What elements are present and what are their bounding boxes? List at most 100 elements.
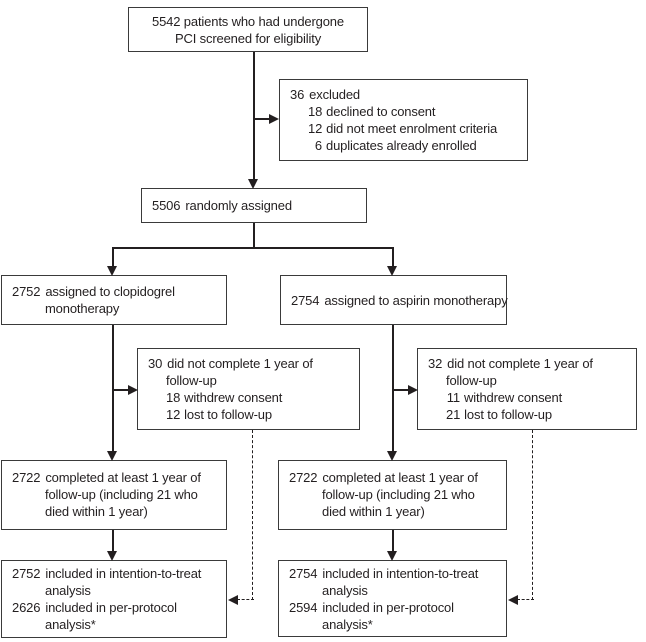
row-number: 12 [166, 407, 181, 422]
row-number: 2722 [12, 470, 41, 485]
row-number: 2752 [12, 284, 41, 299]
box-screened: 5542 patients who had undergone PCI scre… [128, 7, 368, 52]
arrowhead-down-icon [386, 550, 397, 561]
row-text: died within 1 year) [45, 504, 148, 519]
row-text: did not complete 1 year of [167, 356, 313, 371]
row-number: 11 [446, 390, 460, 405]
row-text: included in intention-to-treat [322, 566, 479, 581]
row-text: included in per-protocol [322, 600, 454, 615]
box-row: follow-up [148, 372, 349, 389]
row-number: 2722 [289, 470, 318, 485]
box-row: analysis [289, 582, 496, 599]
row-text: included in per-protocol [45, 600, 177, 615]
arrowhead-left-icon [227, 594, 238, 605]
arrowhead-down-icon [106, 550, 117, 561]
arrowhead-down-icon [247, 178, 258, 189]
row-text: included in intention-to-treat [45, 566, 202, 581]
connector-to-excluded [254, 118, 270, 121]
row-text: excluded [309, 87, 361, 102]
row-text: duplicates already enrolled [326, 138, 477, 153]
row-text: declined to consent [326, 104, 436, 119]
arrowhead-down-icon [386, 450, 397, 461]
box-row: 18 declined to consent [290, 103, 517, 120]
connector-to-notcompleted-clopidogrel [113, 389, 128, 392]
row-text: completed at least 1 year of [322, 470, 478, 485]
box-row: follow-up [428, 372, 626, 389]
box-row: 11 withdrew consent [428, 389, 626, 406]
box-row: 30 did not complete 1 year of [148, 355, 349, 372]
arrowhead-right-icon [127, 384, 138, 395]
row-text: follow-up [166, 373, 217, 388]
connector-completed-to-analysis-clopidogrel [112, 530, 115, 551]
box-not-completed-aspirin: 32 did not complete 1 year of follow-up … [417, 348, 637, 430]
row-text: assigned to aspirin monotherapy [324, 292, 508, 308]
connector-clopidogrel-to-completed [112, 325, 115, 451]
row-number: 2754 [289, 566, 318, 581]
box-row: 21 lost to follow-up [428, 406, 626, 423]
arrowhead-left-icon [507, 594, 518, 605]
box-row: 18 withdrew consent [148, 389, 349, 406]
box-row: 2754 assigned to aspirin monotherapy [291, 292, 508, 309]
row-text: did not meet enrolment criteria [326, 121, 498, 136]
connector-randomized-to-split [253, 222, 255, 249]
row-text: assigned to clopidogrel [45, 284, 175, 299]
box-completed-aspirin: 2722 completed at least 1 year of follow… [278, 460, 507, 530]
box-row: 36 excluded [290, 86, 517, 103]
row-number: 2752 [12, 566, 41, 581]
row-text: withdrew consent [464, 390, 563, 405]
dashed-connector-notcompleted-clopidogrel-vertical [252, 430, 254, 600]
box-analysis-aspirin: 2754 included in intention-to-treat anal… [278, 560, 507, 637]
box-row: analysis [12, 582, 216, 599]
connector-aspirin-to-completed [392, 325, 395, 451]
box-row: 2752 included in intention-to-treat [12, 565, 216, 582]
box-row: 32 did not complete 1 year of [428, 355, 626, 372]
box-row: 6 duplicates already enrolled [290, 137, 517, 154]
row-text: follow-up [446, 373, 497, 388]
dashed-connector-notcompleted-aspirin-vertical [532, 430, 534, 600]
row-number: 2626 [12, 600, 41, 615]
row-text: monotherapy [45, 301, 120, 316]
row-number: 32 [428, 356, 443, 371]
box-analysis-clopidogrel: 2752 included in intention-to-treat anal… [1, 560, 227, 638]
row-text: withdrew consent [184, 390, 283, 405]
row-number: 30 [148, 356, 163, 371]
arrowhead-down-icon [106, 450, 117, 461]
connector-split-to-aspirin [392, 247, 395, 267]
connector-to-notcompleted-aspirin [393, 389, 408, 392]
row-number: 12 [308, 121, 323, 136]
box-row: monotherapy [12, 300, 216, 317]
connector-split-bar [112, 247, 394, 250]
row-text: follow-up (including 21 who [45, 487, 198, 502]
box-row: died within 1 year) [289, 503, 496, 520]
connector-completed-to-analysis-aspirin [392, 530, 395, 551]
box-row: analysis* [289, 616, 496, 633]
box-assigned-aspirin: 2754 assigned to aspirin monotherapy [280, 275, 508, 325]
box-row: 12 did not meet enrolment criteria [290, 120, 517, 137]
arrowhead-down-icon [386, 265, 397, 276]
arrowhead-right-icon [269, 113, 279, 124]
row-text: died within 1 year) [322, 504, 425, 519]
box-row: died within 1 year) [12, 503, 216, 520]
row-text: analysis [45, 583, 91, 598]
box-row: 12 lost to follow-up [148, 406, 349, 423]
row-text: follow-up (including 21 who [322, 487, 475, 502]
box-not-completed-clopidogrel: 30 did not complete 1 year of follow-up … [137, 348, 360, 430]
arrowhead-down-icon [106, 265, 117, 276]
row-number: 2594 [289, 600, 318, 615]
row-text: analysis* [322, 617, 373, 632]
row-text: completed at least 1 year of [45, 470, 201, 485]
row-text: analysis [322, 583, 368, 598]
connector-split-to-clopidogrel [112, 247, 115, 267]
arrowhead-right-icon [407, 384, 418, 395]
row-number: 5506 [152, 198, 181, 213]
box-row: follow-up (including 21 who [12, 486, 216, 503]
box-text-line: 5542 patients who had undergone [152, 13, 344, 29]
connector-screened-to-randomized [253, 52, 255, 180]
row-text: lost to follow-up [184, 407, 272, 422]
row-text: lost to follow-up [464, 407, 552, 422]
dashed-connector-notcompleted-clopidogrel-horizontal [237, 599, 254, 601]
box-completed-clopidogrel: 2722 completed at least 1 year of follow… [1, 460, 227, 530]
box-row: 5506 randomly assigned [152, 197, 356, 214]
row-number: 18 [166, 390, 181, 405]
